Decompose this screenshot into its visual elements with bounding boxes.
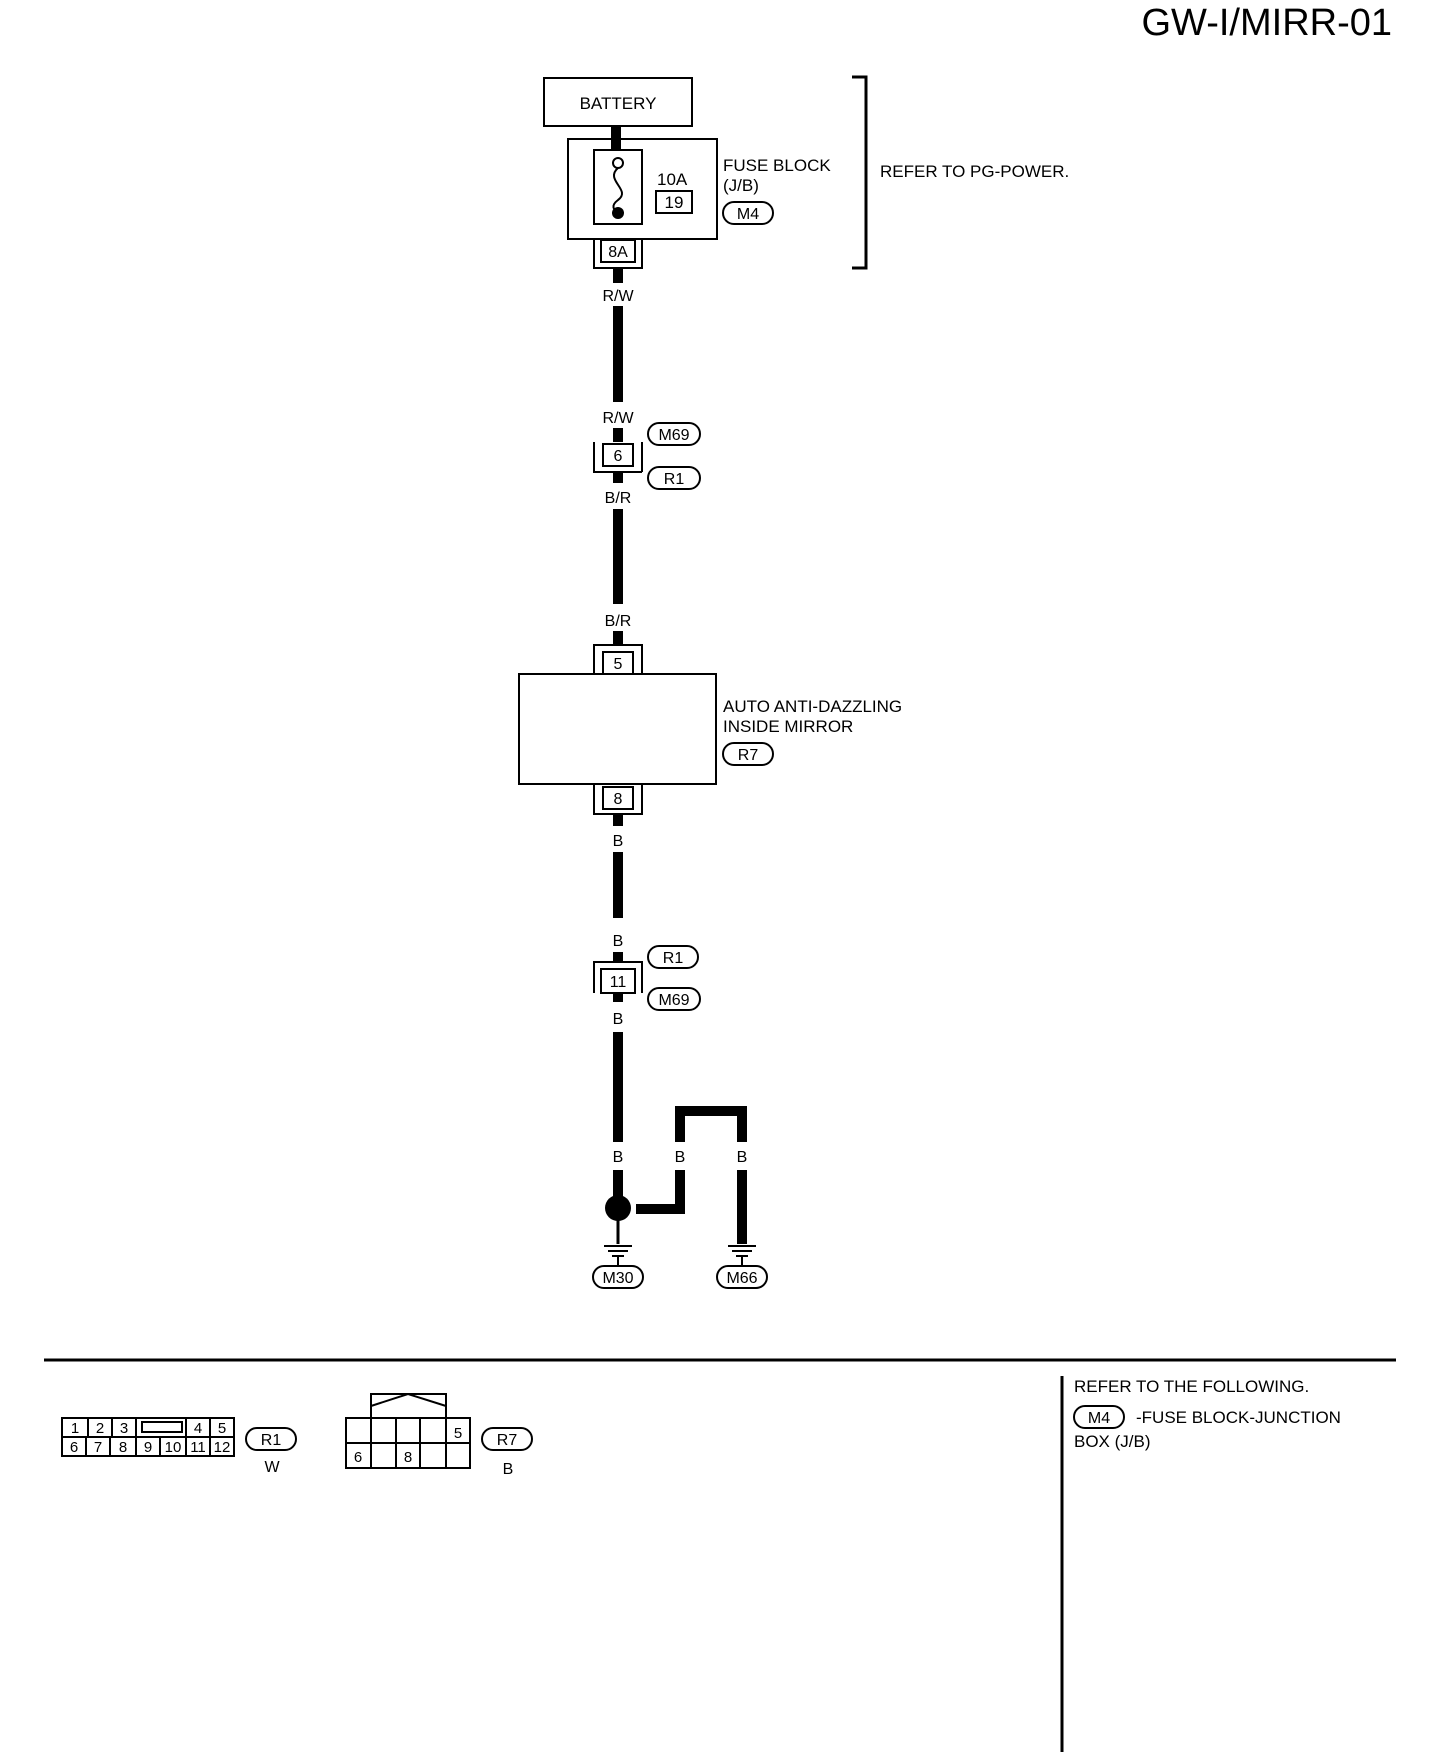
r7-pin-6: 6: [354, 1449, 362, 1466]
wire-label-b2: B: [613, 933, 624, 950]
connector-badge-r1-b-text: R1: [663, 950, 684, 967]
mirror-pin-8: 8: [614, 791, 623, 808]
mirror-pin-5-outline: [593, 644, 643, 674]
ground-badge-m66-text: M66: [726, 1270, 757, 1287]
mirror-pin-5: 5: [614, 656, 623, 673]
splice-point: [605, 1195, 631, 1221]
ground-badge-m30-text: M30: [602, 1270, 633, 1287]
connector-badge-m69-a: [647, 422, 701, 446]
fuse-number: 19: [665, 193, 684, 212]
ground-icon-m66: [728, 1245, 756, 1266]
r1-pin-2: 2: [96, 1420, 104, 1437]
reference-desc-line1: -FUSE BLOCK-JUNCTION: [1136, 1408, 1341, 1427]
connector-badge-r7: [722, 742, 774, 766]
terminal-8a-box: [600, 239, 636, 263]
r7-pin-5: 5: [454, 1425, 462, 1442]
battery-label: BATTERY: [580, 94, 657, 113]
connector-badge-m69-a-text: M69: [658, 427, 689, 444]
wire-label-b4: B: [613, 1149, 624, 1166]
page-code: GW-I/MIRR-01: [1141, 2, 1392, 44]
r1-pin-9: 9: [144, 1439, 152, 1456]
connector-badge-r1-a: [647, 466, 701, 490]
connector-badge-m4-text: M4: [737, 206, 759, 223]
fuse-rating: 10A: [657, 170, 688, 189]
r7-pin-8: 8: [404, 1449, 412, 1466]
joint-11-pin: 11: [610, 974, 627, 991]
connector-face-r7: [345, 1392, 471, 1469]
fuse-holder: [593, 149, 643, 225]
connector-badge-r1-a-text: R1: [664, 471, 685, 488]
connector-face-r1-name: R1: [261, 1432, 282, 1449]
r1-pin-7: 7: [94, 1439, 102, 1456]
wire-ground-link: [636, 1170, 685, 1214]
wire-label-b5: B: [675, 1149, 686, 1166]
connector-face-r1-color: W: [264, 1459, 280, 1476]
connector-badge-m4: [722, 201, 774, 225]
r1-pin-6: 6: [70, 1439, 78, 1456]
joint-6-pin: 6: [614, 448, 623, 465]
fuse-block-name: FUSE BLOCK: [723, 156, 831, 175]
connector-face-r7-color: B: [503, 1461, 514, 1478]
wire-label-b1: B: [613, 833, 624, 850]
fuse-number-box: [655, 190, 693, 214]
wire-label-b6: B: [737, 1149, 748, 1166]
wire-label-b3: B: [613, 1011, 624, 1028]
ground-icon-m30: [604, 1245, 632, 1266]
r1-pin-10: 10: [165, 1439, 182, 1456]
connector-badge-r7-text: R7: [738, 747, 759, 764]
reference-badge-m4-text: M4: [1088, 1410, 1110, 1427]
power-bracket: [852, 75, 868, 270]
fuse-block-sub: (J/B): [723, 176, 759, 195]
fuse-element-icon: [612, 167, 624, 213]
fuse-top-terminal: [612, 157, 624, 169]
r1-pin-8: 8: [119, 1439, 127, 1456]
ground-badge-m30: [592, 1265, 644, 1289]
mirror-label-line2: INSIDE MIRROR: [723, 717, 853, 736]
connector-face-r1: [61, 1417, 235, 1457]
connector-badge-m69-b: [647, 987, 701, 1011]
mirror-label-line1: AUTO ANTI-DAZZLING: [723, 697, 902, 716]
joint-11-outline: [593, 961, 643, 993]
reference-header: REFER TO THE FOLLOWING.: [1074, 1377, 1309, 1396]
wire-label-br-bottom: B/R: [605, 613, 632, 630]
mirror-box: [518, 673, 717, 785]
mirror-pin-8-box: [602, 786, 634, 810]
r1-pin-3: 3: [120, 1420, 128, 1437]
r1-pin-1: 1: [71, 1420, 79, 1437]
connector-face-r7-name: R7: [497, 1432, 518, 1449]
joint-6-upper-outline: [593, 442, 642, 473]
reference-desc-line2: BOX (J/B): [1074, 1432, 1151, 1451]
r1-pin-4: 4: [194, 1420, 202, 1437]
ground-badge-m66: [716, 1265, 768, 1289]
connector-badge-m69-b-text: M69: [658, 992, 689, 1009]
fuse-bottom-terminal: [612, 207, 624, 219]
r1-pin-5: 5: [218, 1420, 226, 1437]
r1-pin-12: 12: [214, 1439, 231, 1456]
refer-power: REFER TO PG-POWER.: [880, 162, 1069, 181]
wire-label-rw-top: R/W: [602, 288, 634, 305]
joint-6-box: [602, 443, 634, 467]
connector-face-r1-badge: [245, 1427, 297, 1451]
wire-label-br-top: B/R: [605, 490, 632, 507]
connector-badge-r1-b: [647, 945, 699, 969]
wire-ground-loop: [675, 1106, 747, 1142]
terminal-8a-label: 8A: [608, 244, 628, 261]
r1-pin-11: 11: [190, 1439, 206, 1456]
connector-face-r7-badge: [481, 1427, 533, 1451]
reference-badge-m4: [1073, 1405, 1125, 1429]
fuse-block-box: [567, 138, 718, 240]
wire-label-rw-bottom: R/W: [602, 410, 634, 427]
